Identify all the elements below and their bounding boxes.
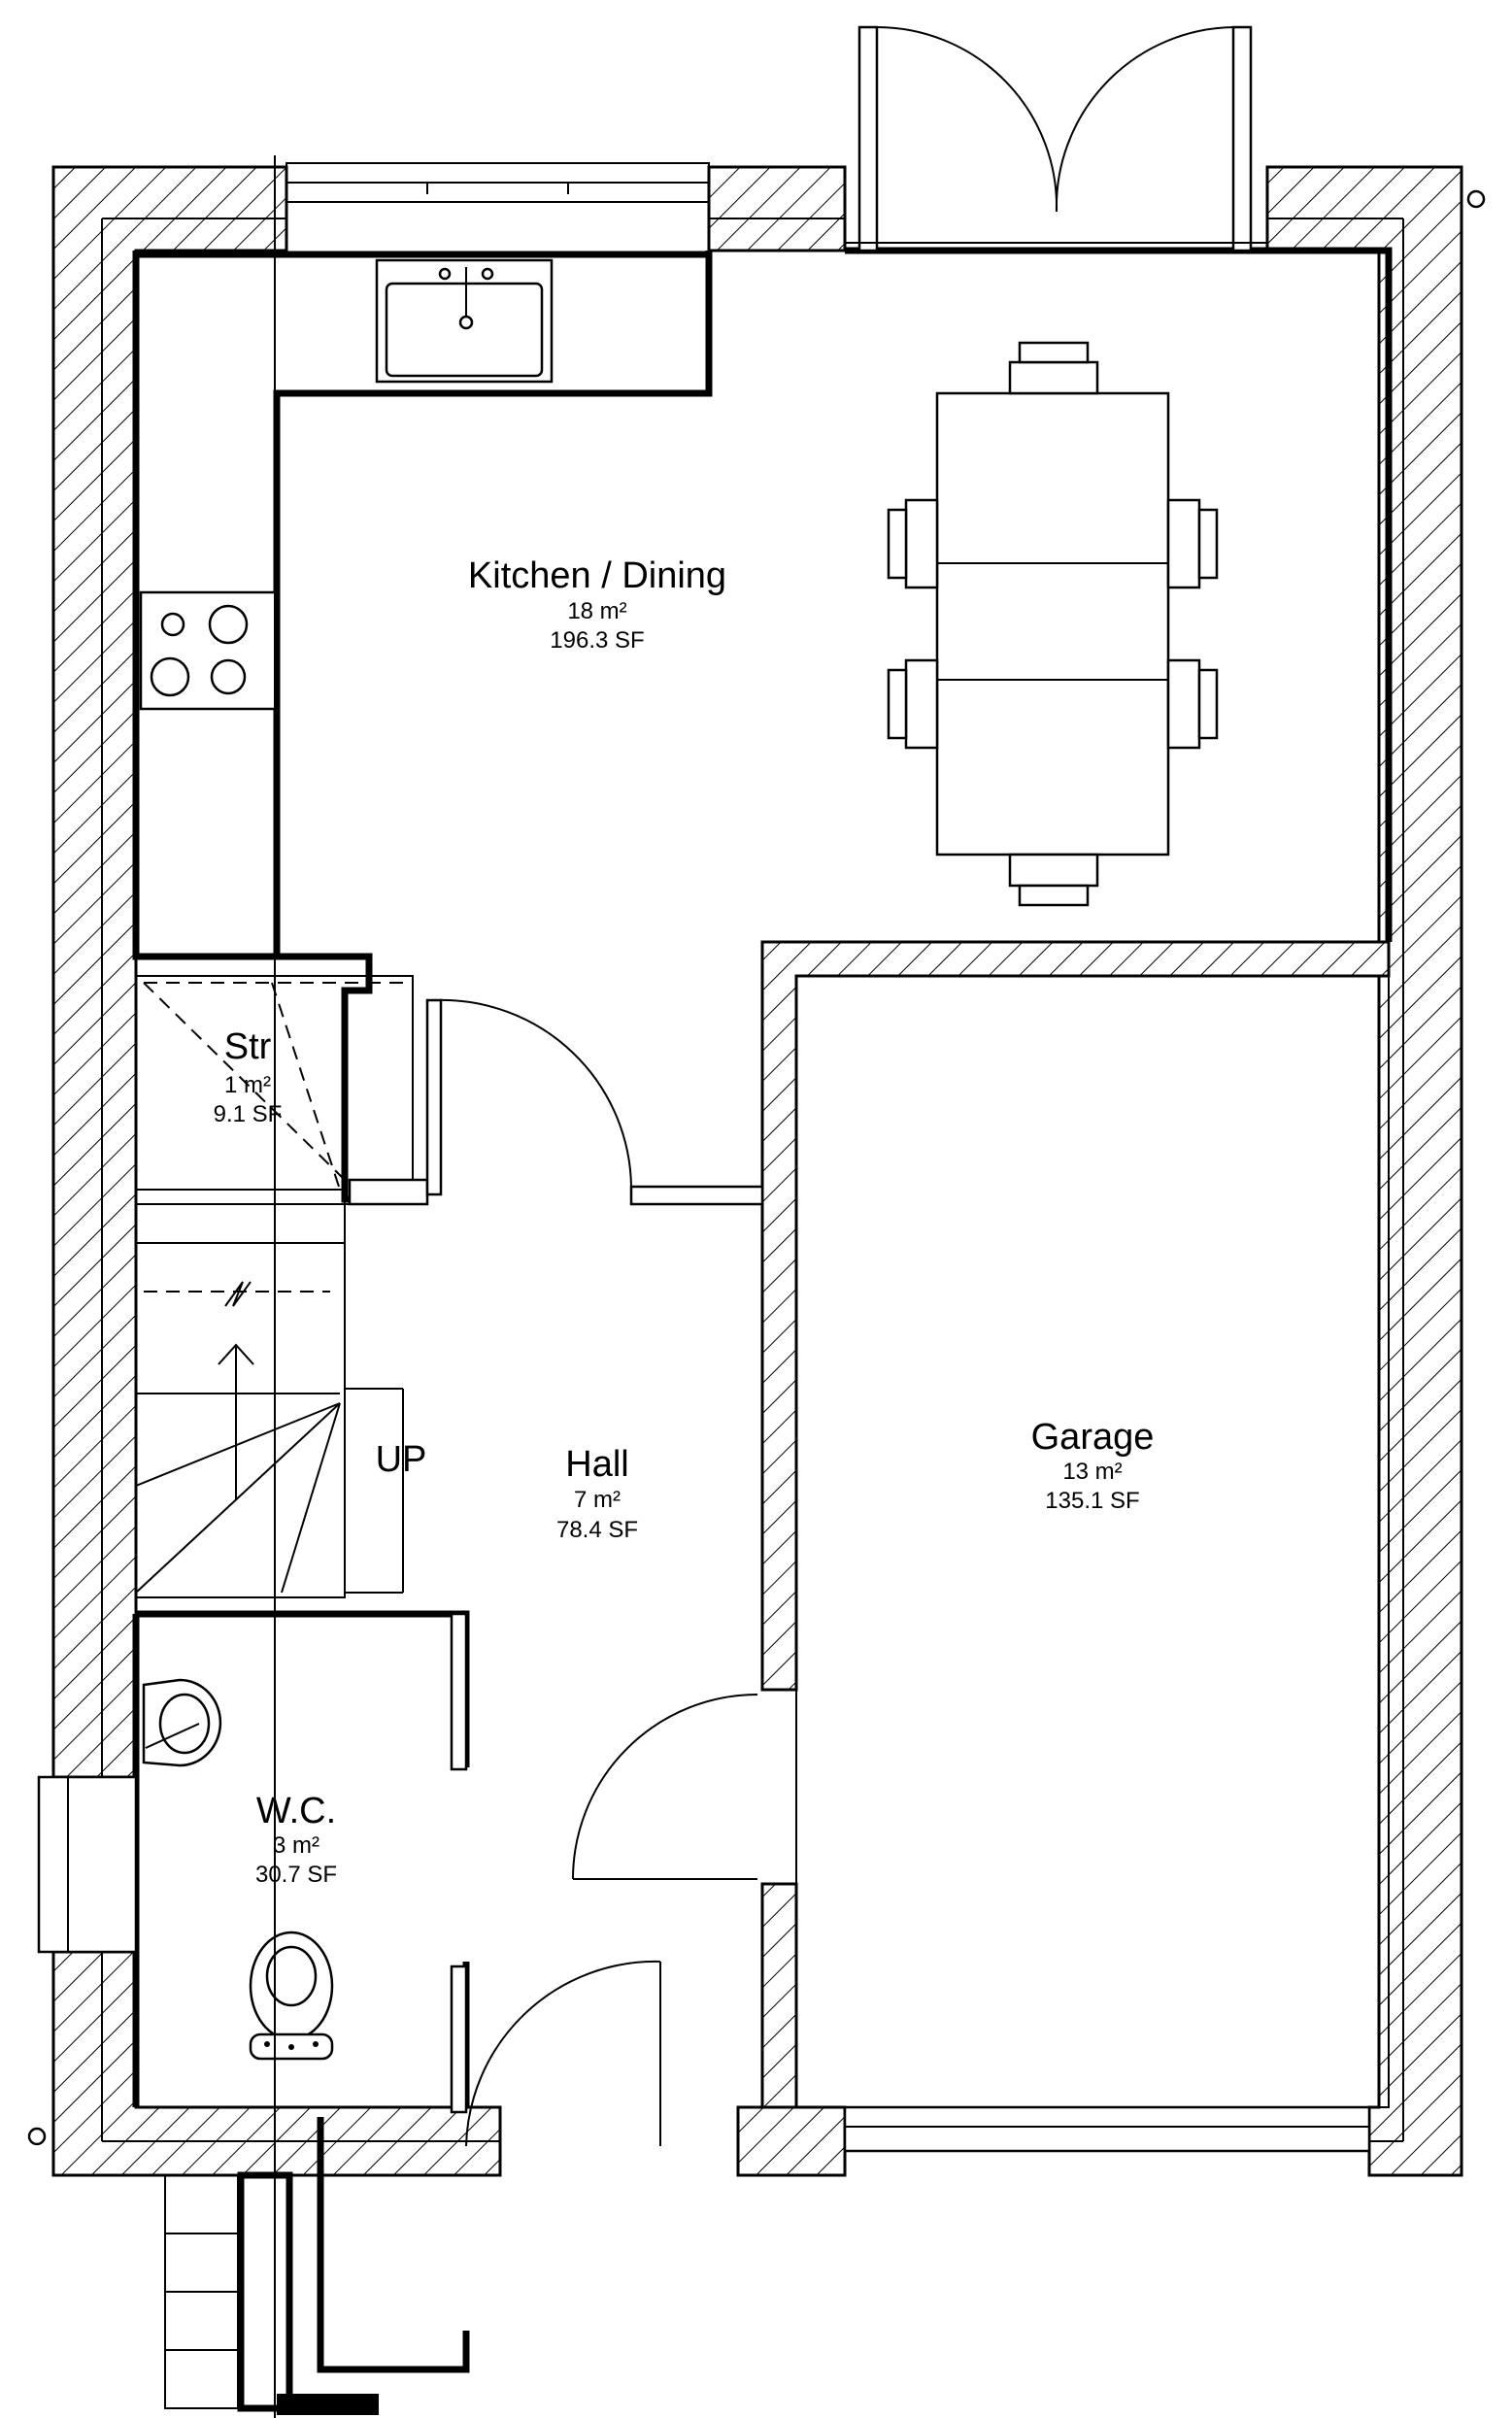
garage-name: Garage	[1031, 1417, 1155, 1458]
hall-area-m2: 7 m²	[574, 1487, 621, 1513]
store-area-sf: 9.1 SF	[214, 1101, 283, 1127]
wc-walls	[37, 1610, 758, 2147]
kitchen-area-sf: 196.3 SF	[550, 627, 644, 654]
dining-set	[887, 341, 1219, 907]
hall-area-sf: 78.4 SF	[556, 1517, 638, 1543]
label-hall: Hall 7 m² 78.4 SF	[556, 1444, 638, 1543]
wc-window	[37, 1775, 138, 1954]
wc-toilet	[249, 1931, 334, 2061]
stairs-up-label: UP	[376, 1439, 427, 1480]
garage-door	[843, 2105, 1371, 2153]
kitchen-window	[286, 162, 710, 203]
kitchen-name: Kitchen / Dining	[468, 555, 726, 596]
worktop	[136, 251, 713, 957]
wc-name: W.C.	[256, 1791, 336, 1831]
label-store: Str 1 m² 9.1 SF	[214, 1026, 283, 1127]
kitchen-outline	[132, 247, 1393, 991]
external-walls	[51, 165, 1463, 2177]
store-door	[425, 998, 443, 1204]
wc-basin	[142, 1678, 222, 1767]
store-name: Str	[224, 1026, 272, 1067]
dining-table	[935, 391, 1170, 856]
hall-partition	[436, 998, 764, 1206]
label-kitchen: Kitchen / Dining 18 m² 196.3 SF	[468, 555, 726, 654]
store-area-m2: 1 m²	[224, 1072, 271, 1098]
garage-walls	[760, 940, 1391, 2153]
patio-doors	[845, 25, 1267, 252]
garage-area-m2: 13 m²	[1062, 1459, 1122, 1485]
label-garage: Garage 13 m² 135.1 SF	[1031, 1417, 1155, 1514]
porch	[164, 2117, 470, 2415]
hall-name: Hall	[565, 1444, 628, 1485]
wc-area-sf: 30.7 SF	[255, 1862, 337, 1888]
kitchen-area-m2: 18 m²	[567, 598, 626, 624]
label-wc: W.C. 3 m² 30.7 SF	[255, 1791, 337, 1888]
wc-area-m2: 3 m²	[273, 1832, 319, 1859]
store-and-stairs	[135, 953, 429, 1598]
garage-area-sf: 135.1 SF	[1045, 1488, 1139, 1514]
